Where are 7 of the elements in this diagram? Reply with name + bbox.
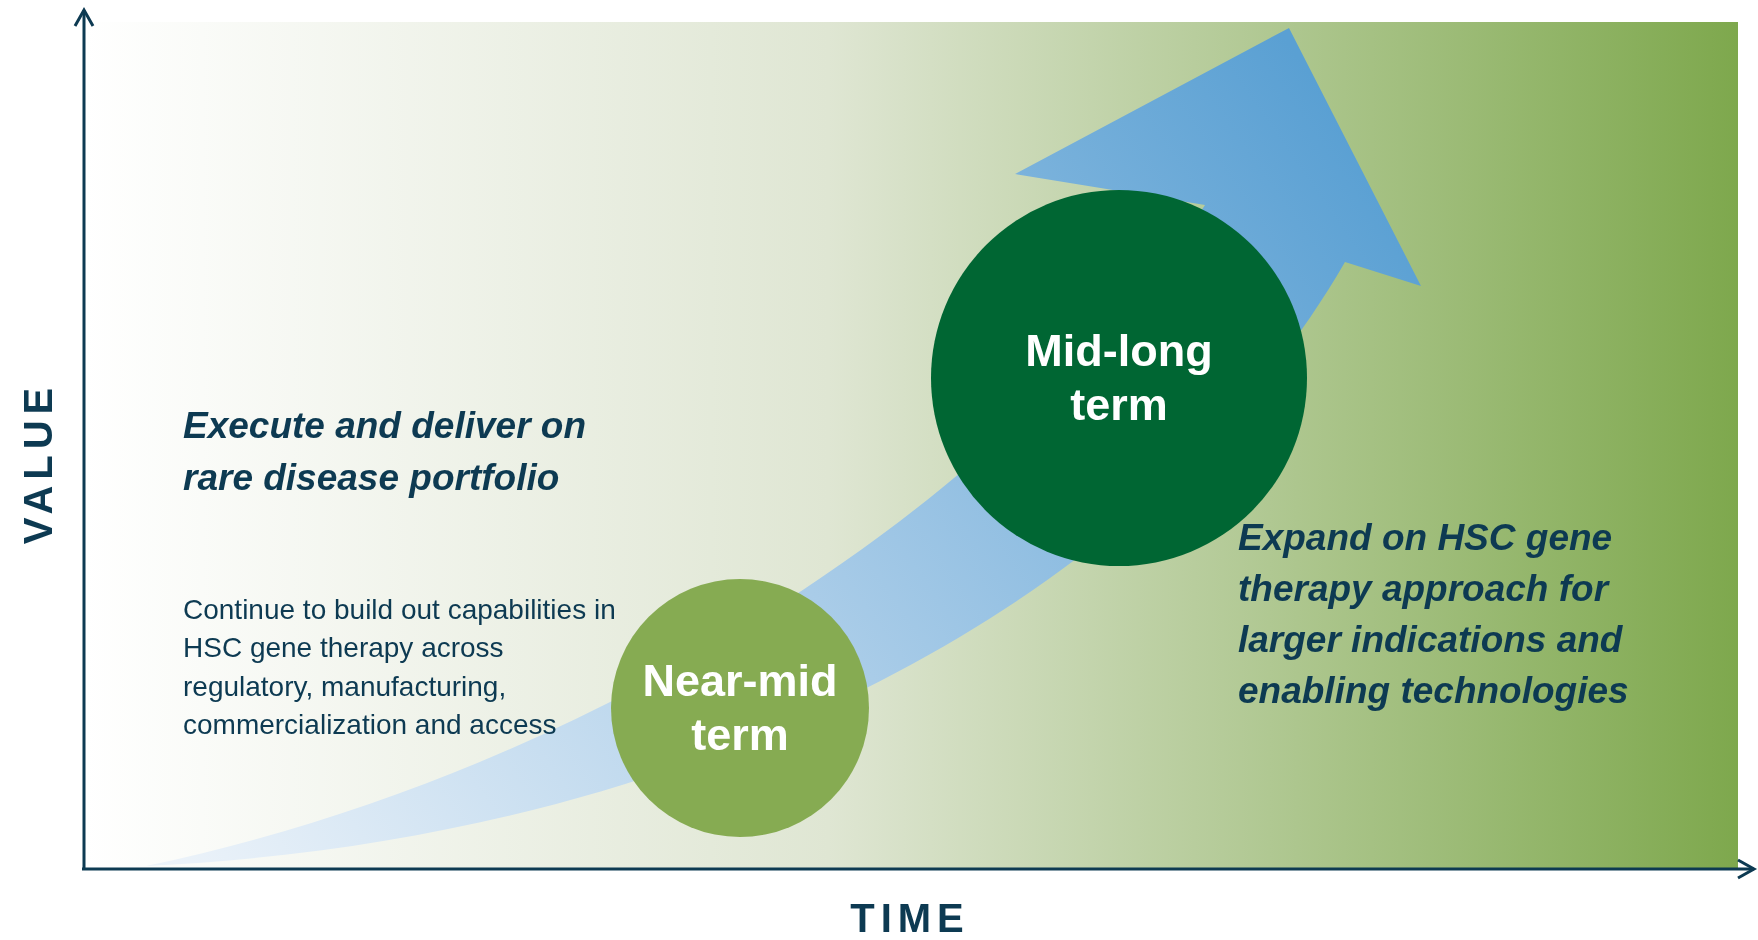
goal-heading: Execute and deliver on rare disease portfolio	[183, 404, 588, 500]
term-label: Mid-long term	[1024, 324, 1214, 432]
goal-heading: Expand on HSC gene therapy approach for larger indications and enabling technologies	[1238, 516, 1630, 714]
term-label: Near-mid term	[641, 654, 839, 762]
axis-title: TIME	[849, 898, 971, 938]
axis-title: VALUE	[18, 380, 58, 547]
goal-description: Continue to build out capabilities in HSC gene therapy across regulatory, manufacturing, commercialization and access	[183, 593, 617, 743]
